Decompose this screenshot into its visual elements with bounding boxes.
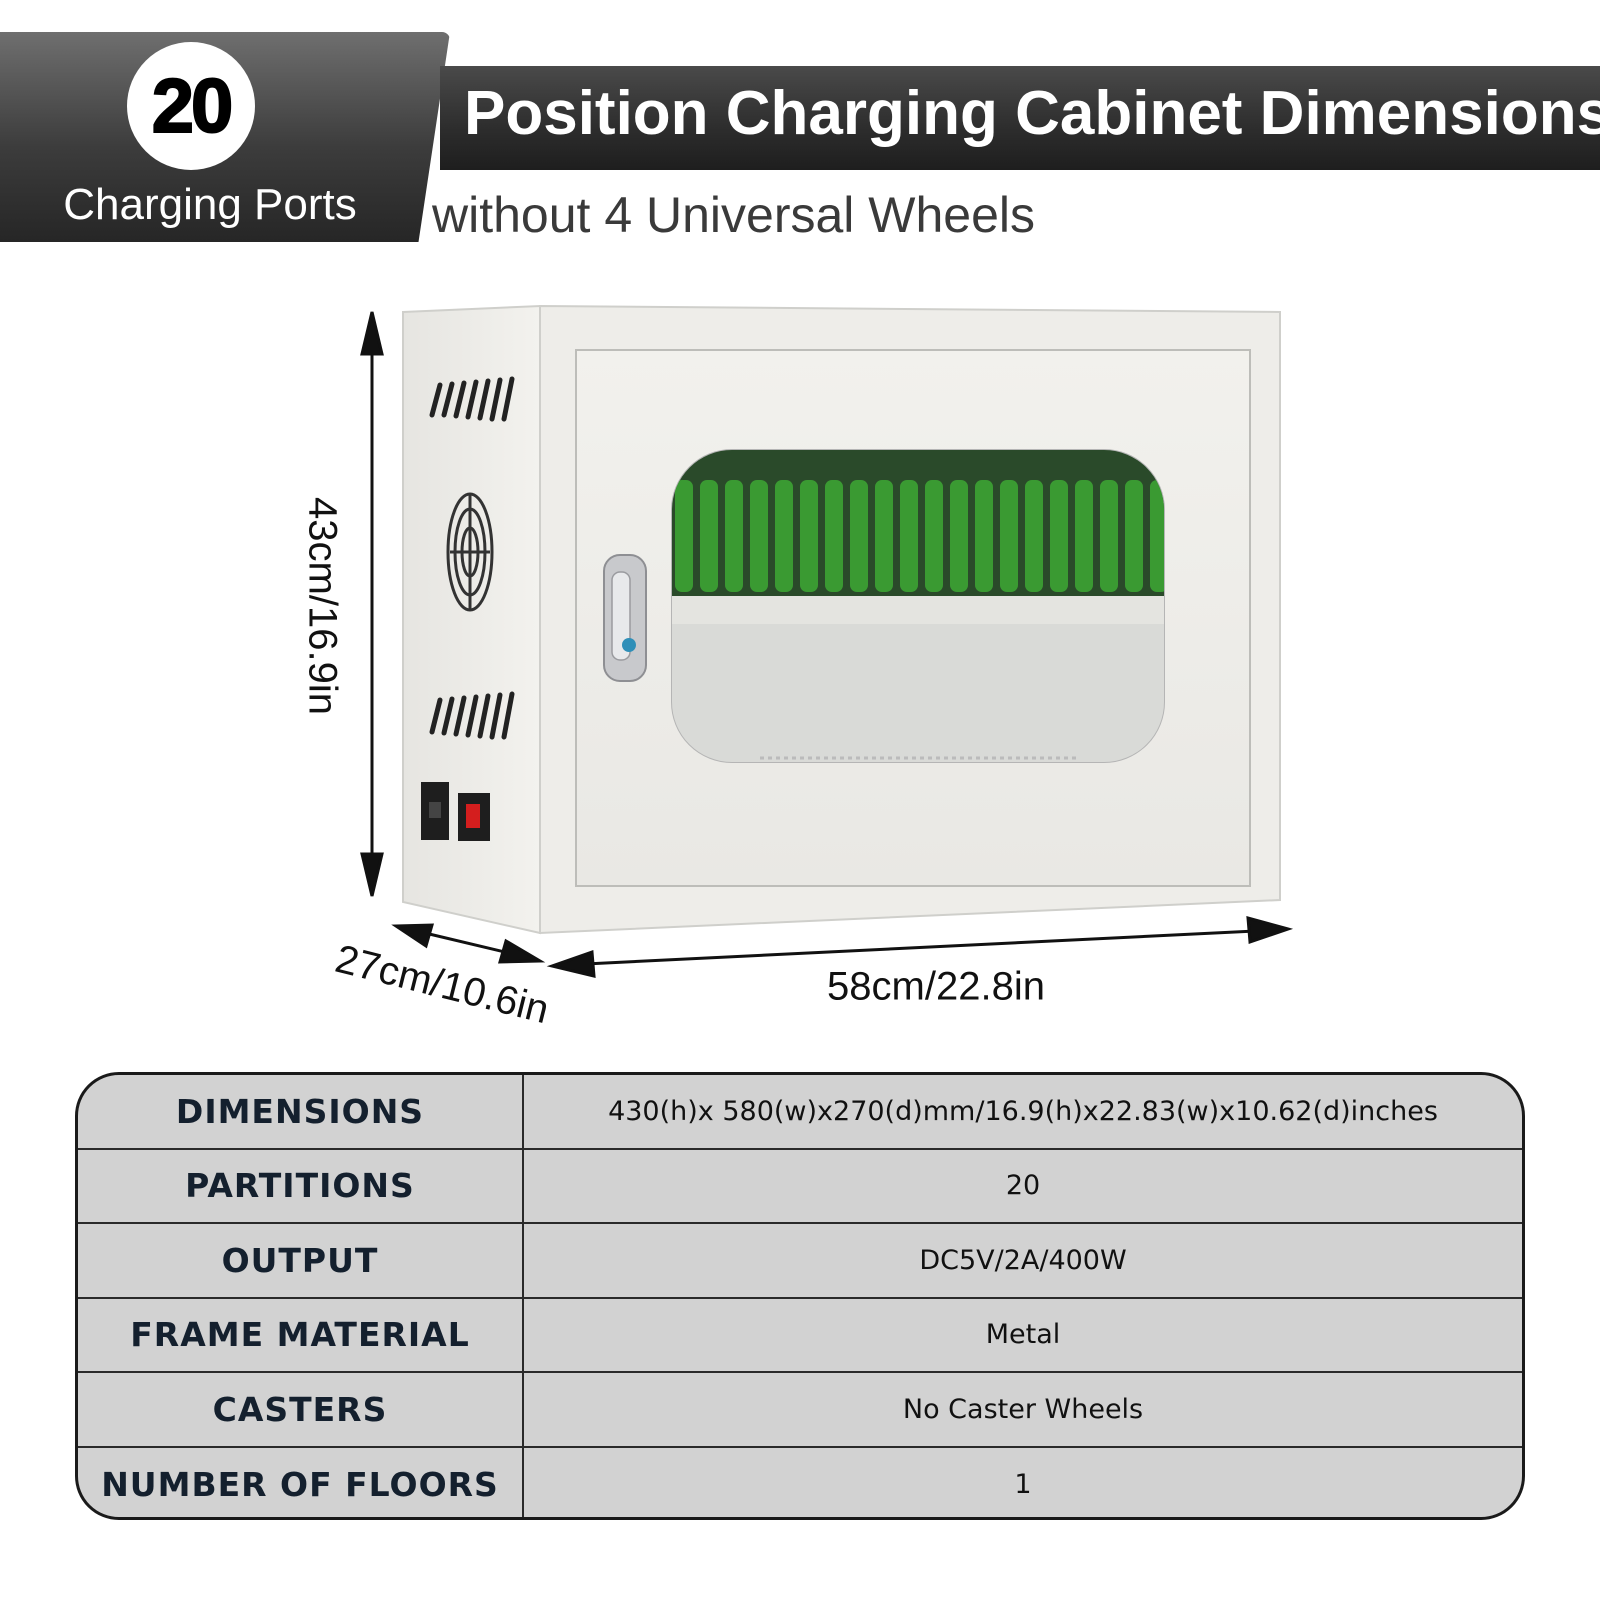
side-vents-top — [429, 376, 515, 422]
side-fan — [446, 492, 494, 612]
spec-value: No Caster Wheels — [902, 1393, 1144, 1425]
title-band — [440, 66, 1600, 170]
depth-arrow — [391, 923, 546, 964]
ports-count: 20 — [151, 63, 235, 150]
height-dimension-label: 43cm/16.9in — [300, 497, 345, 715]
spec-row-casters: CASTERS No Caster Wheels — [78, 1373, 1522, 1448]
power-switch — [458, 793, 490, 841]
spec-label: FRAME MATERIAL — [78, 1298, 524, 1371]
spec-value: DC5V/2A/400W — [919, 1244, 1127, 1276]
charging-slots — [675, 480, 1164, 592]
power-socket — [421, 782, 449, 840]
cabinet-illustration — [360, 304, 1294, 978]
spec-value: 430(h)x 580(w)x270(d)mm/16.9(h)x22.83(w)… — [608, 1095, 1438, 1127]
width-arrow — [546, 915, 1294, 978]
spec-label: OUTPUT — [78, 1224, 524, 1297]
spec-row-dimensions: DIMENSIONS 430(h)x 580(w)x270(d)mm/16.9(… — [78, 1075, 1522, 1150]
side-vents-bottom — [429, 691, 515, 740]
spec-value: 20 — [1005, 1170, 1041, 1202]
cabinet-window — [671, 449, 1165, 763]
spec-label: NUMBER OF FLOORS — [78, 1447, 524, 1517]
spec-row-output: OUTPUT DC5V/2A/400W — [78, 1224, 1522, 1299]
page-title: Position Charging Cabinet Dimensions — [464, 79, 1600, 148]
ports-label: Charging Ports — [63, 180, 357, 229]
spec-value: 1 — [1014, 1469, 1032, 1501]
page-subtitle: without 4 Universal Wheels — [432, 187, 1036, 243]
ports-count-circle: 20 — [127, 42, 255, 170]
door-handle — [603, 554, 647, 682]
spec-value: Metal — [985, 1319, 1061, 1351]
width-dimension-label: 58cm/22.8in — [827, 964, 1045, 1009]
spec-table: DIMENSIONS 430(h)x 580(w)x270(d)mm/16.9(… — [75, 1072, 1525, 1520]
spec-row-frame-material: FRAME MATERIAL Metal — [78, 1298, 1522, 1373]
spec-row-partitions: PARTITIONS 20 — [78, 1149, 1522, 1224]
spec-label: DIMENSIONS — [78, 1075, 524, 1148]
height-arrow — [360, 311, 384, 897]
spec-label: PARTITIONS — [78, 1149, 524, 1222]
spec-row-number-of-floors: NUMBER OF FLOORS 1 — [78, 1447, 1522, 1517]
spec-label: CASTERS — [78, 1373, 524, 1446]
